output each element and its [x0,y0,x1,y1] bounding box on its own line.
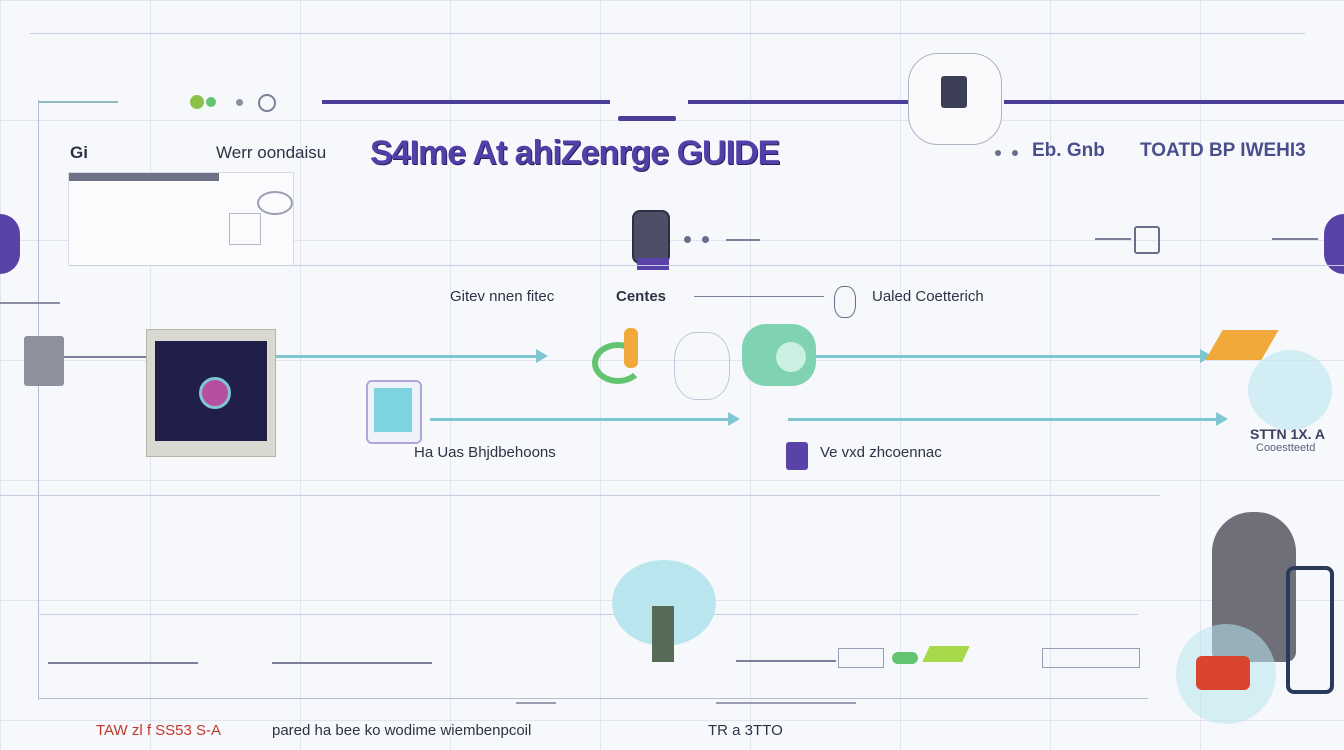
flow-arrow [788,412,1228,426]
connector-line [48,662,198,664]
section-line [70,265,1344,266]
chair-icon [1286,566,1334,694]
document-icon [229,213,261,245]
header-rule-teal [38,101,118,103]
footer-text-red: TAW zl f SS53 S-A [96,722,222,739]
section-line [38,614,1138,615]
connector-line [64,356,146,358]
footer-center-text: TR a 3TTO [708,722,783,739]
top-frame-line [30,33,1305,34]
robot-icon [742,324,816,386]
cloud-icon [612,560,716,662]
input-bar-icon [1042,648,1140,668]
gear-icon [258,94,276,112]
tablet-icon [366,380,422,444]
footer-text: pared ha bee ko wodime wiembenpcoil [272,722,532,739]
cloud-icon [1248,350,1332,430]
sketch-frame-icon [908,53,1002,145]
header-rule-mid [688,100,910,104]
section-tick [0,302,60,304]
status-dot-green [190,95,204,109]
tablet-screen [374,388,412,432]
connector-line [272,662,432,664]
connector-dot [995,150,1001,156]
monitor-screen [155,341,267,441]
node-label-top-center: Centes [616,288,667,305]
welcome-label: Werr oondaisu [216,143,327,162]
right-edge-badge-icon [1324,214,1344,274]
node-label-top-left: Gitev nnen fitec [450,288,555,305]
footer-tick [516,702,556,704]
person-icon [834,286,856,318]
document-icon [1134,226,1160,254]
note-icon [786,442,808,470]
flow-arrow [430,412,740,426]
robot-eye [776,342,806,372]
connector-dot [1012,150,1018,156]
header-rule-left [322,100,610,104]
card-icon [838,648,884,668]
page-title: S4Ime At ahiZenrge GUIDE [370,134,780,172]
connector-line [1095,238,1131,240]
key-icon [624,328,638,368]
flow-arrow [276,349,548,363]
header-right-label-2: TOATD BP IWEHI3 [1140,140,1306,161]
pill-icon [892,652,918,664]
left-panel [68,172,294,266]
header-right-label-1: Eb. Gnb [1032,140,1105,161]
left-frame-line [38,100,39,700]
bottom-frame-line [38,698,1148,699]
node-label-mid-left: Ha Uas Bhjdbehoons [414,444,556,461]
status-dot-grey [236,99,243,106]
circle-icon [257,191,293,215]
footer-tick [716,702,856,704]
controller-icon [1196,656,1250,690]
node-label-top-right: Ualed Coetterich [872,288,984,305]
refresh-icon [592,342,644,384]
node-label-mid-right: Ve vxd zhcoennac [820,444,942,461]
connector-dot [684,236,691,243]
connector-line [736,660,836,662]
printer-icon [24,336,64,386]
status-dot-green-2 [206,97,216,107]
tower-icon [652,606,674,662]
connector-line [726,239,760,241]
header-rule-center [618,116,676,121]
phone-icon [632,210,670,270]
header-left-mark: Gi [70,143,88,162]
device-icon [941,76,967,108]
connector-dot [702,236,709,243]
flower-icon [199,377,231,409]
flow-arrow [816,349,1212,363]
connector-line [694,296,824,297]
left-panel-toolbar [69,173,219,181]
connector-line [1272,238,1318,240]
left-edge-badge-icon [0,214,20,274]
pencil-icon [922,646,970,662]
monitor-icon [146,329,276,457]
header-rule-right [1004,100,1344,104]
section-line [0,495,1160,496]
node-label-far-right-1: STTN 1X. A [1250,426,1325,442]
node-label-far-right-2: Cooestteetd [1256,442,1316,454]
sketch-person-icon [674,332,730,400]
phone-base [637,258,669,270]
